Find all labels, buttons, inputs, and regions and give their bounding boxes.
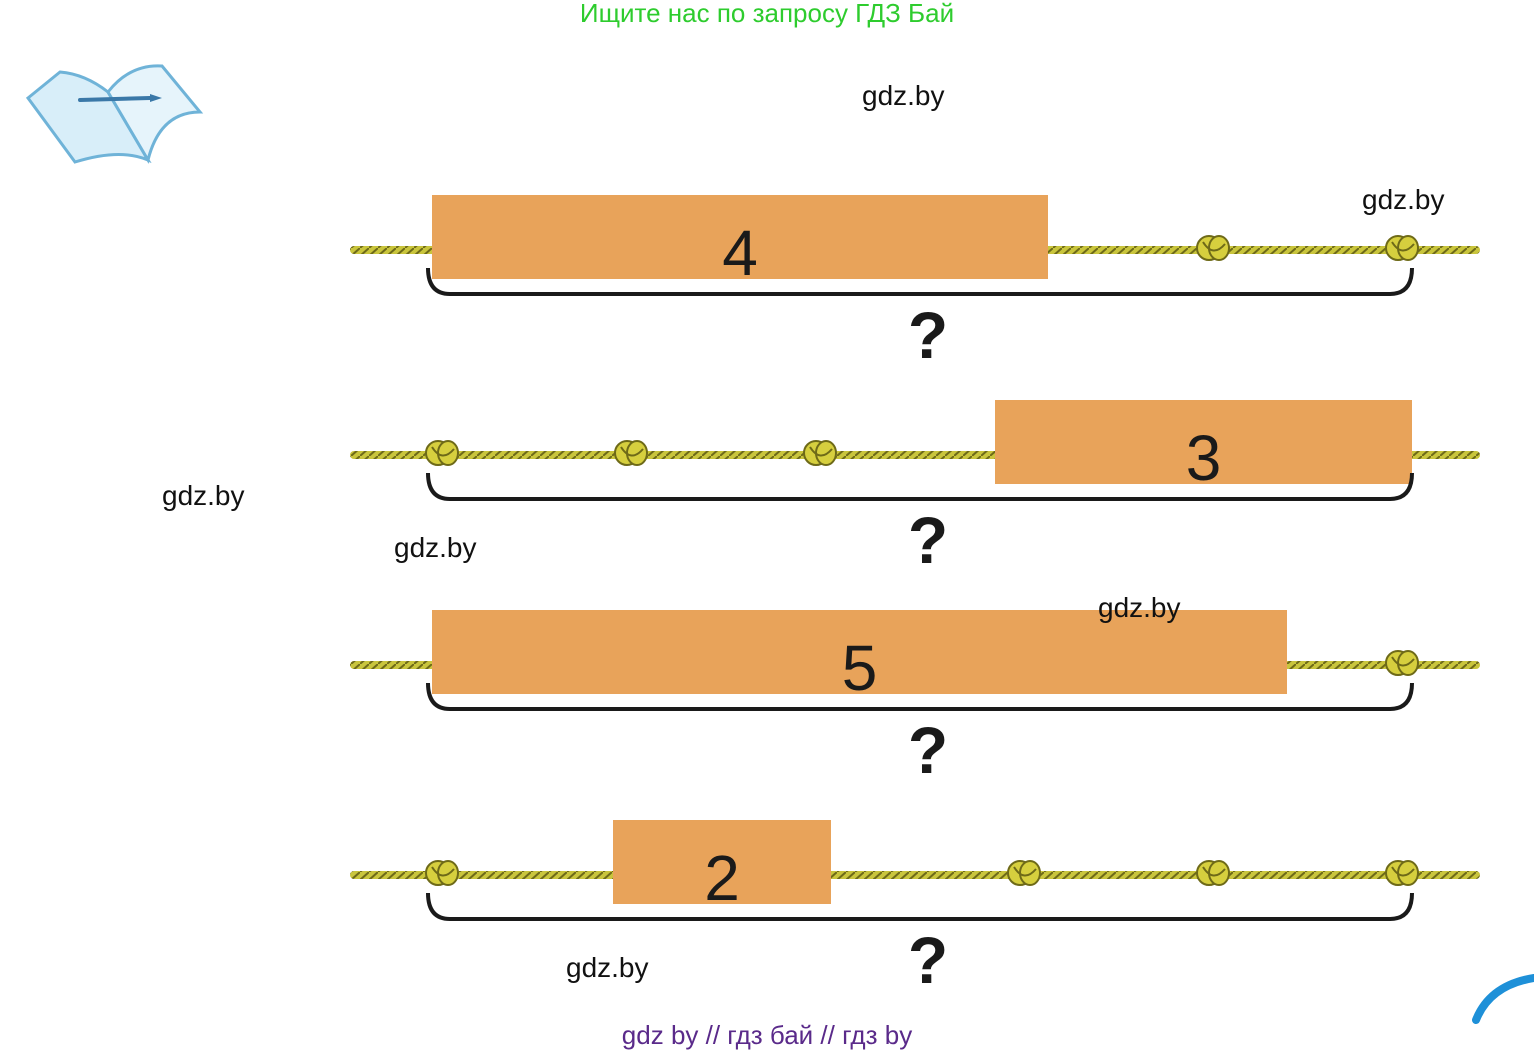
segment-bar xyxy=(995,400,1412,484)
top-banner: Ищите нас по запросу ГДЗ Бай xyxy=(579,0,955,28)
open-book-pencil-icon xyxy=(25,64,204,164)
watermark: gdz.by xyxy=(1362,184,1445,215)
question-mark: ? xyxy=(908,713,948,787)
segment-row: 3? xyxy=(350,400,1480,577)
total-brace xyxy=(426,472,1414,501)
watermark: gdz.by xyxy=(394,532,477,563)
segment-bar xyxy=(432,195,1048,279)
segment-value: 5 xyxy=(842,632,878,704)
rope-knot xyxy=(1385,650,1419,676)
segment-row: 2? xyxy=(350,820,1480,997)
total-brace xyxy=(426,892,1414,921)
rope-knot xyxy=(1196,235,1230,261)
segment-bar xyxy=(432,610,1287,694)
watermark: gdz.by xyxy=(1098,592,1181,623)
rope-knot xyxy=(1385,860,1419,886)
segment-row: 4? xyxy=(350,195,1480,372)
rope-knot xyxy=(1196,860,1230,886)
question-mark: ? xyxy=(908,298,948,372)
watermark: gdz.by xyxy=(862,80,945,111)
segment-value: 4 xyxy=(722,217,758,289)
corner-circle-icon xyxy=(1472,974,1534,1024)
segment-bar xyxy=(613,820,831,904)
bottom-banner: gdz by // гдз бай // гдз by xyxy=(621,1020,913,1050)
segment-value: 3 xyxy=(1186,422,1222,494)
rope-knot xyxy=(1385,235,1419,261)
watermark: gdz.by xyxy=(162,480,245,511)
rope-knot xyxy=(1007,860,1041,886)
total-brace xyxy=(426,682,1414,711)
rope-knot xyxy=(425,860,459,886)
segment-value: 2 xyxy=(704,842,740,914)
segment-row: 5? xyxy=(350,610,1480,787)
rope-knot xyxy=(803,440,837,466)
rope-knot xyxy=(614,440,648,466)
rope xyxy=(350,871,1480,879)
total-brace xyxy=(426,267,1414,296)
question-mark: ? xyxy=(908,503,948,577)
question-mark: ? xyxy=(908,923,948,997)
watermark: gdz.by xyxy=(566,952,649,983)
rope-knot xyxy=(425,440,459,466)
